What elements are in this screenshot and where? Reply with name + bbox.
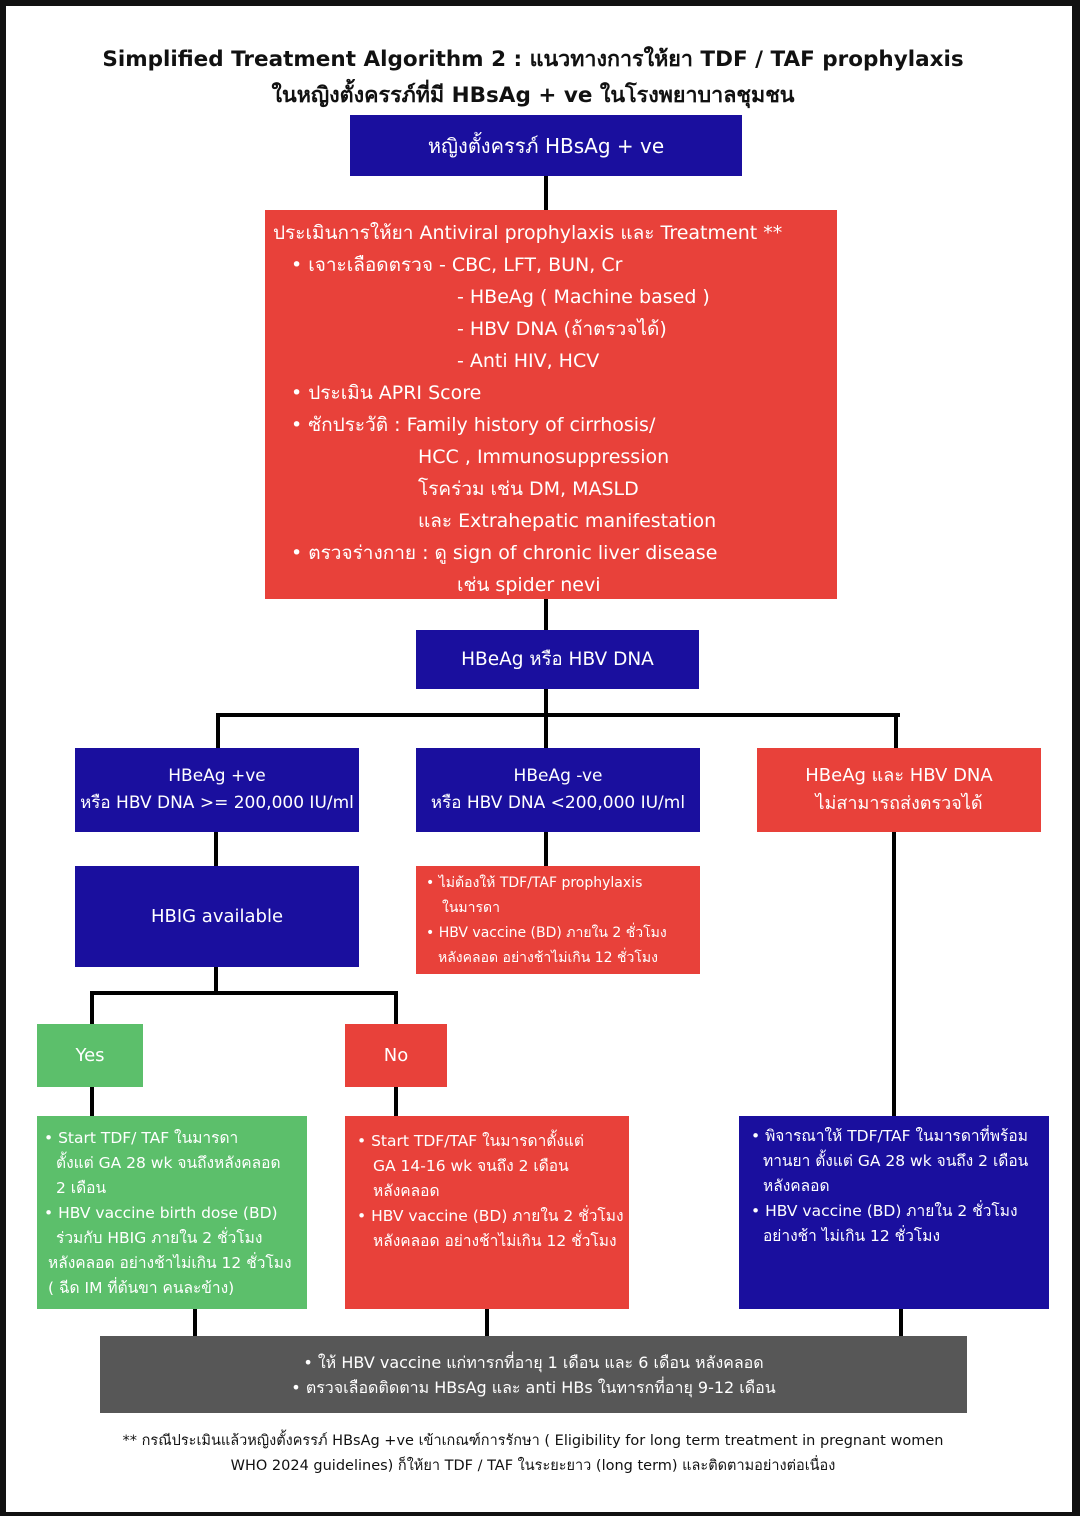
branch-left-line2: หรือ HBV DNA >= 200,000 IU/ml	[80, 793, 354, 813]
assessment-line: เช่น spider nevi	[457, 574, 601, 596]
hbig-label: HBIG available	[150, 906, 284, 927]
yes-action-line: • Start TDF/ TAF ในมารดา	[44, 1129, 239, 1147]
hbeag-positive-box: HBeAg +ve หรือ HBV DNA >= 200,000 IU/ml	[75, 748, 359, 832]
assessment-line: • ประเมิน APRI Score	[291, 382, 482, 404]
yes-action-line: ร่วมกับ HBIG ภายใน 2 ชั่วโมง	[56, 1229, 263, 1247]
yes-action-line: ตั้งแต่ GA 28 wk จนถึงหลังคลอด	[56, 1154, 281, 1172]
no-action-line: GA 14-16 wk จนถึง 2 เดือน	[373, 1157, 569, 1175]
connector-no-final	[485, 1308, 489, 1336]
yes-action-line: 2 เดือน	[56, 1179, 107, 1197]
connector-assessment	[544, 598, 548, 632]
yes-label: Yes	[75, 1045, 105, 1066]
footnote-line-1: ** กรณีประเมินแล้วหญิงตั้งครรภ์ HBsAg +v…	[122, 1433, 944, 1449]
connector-branch-right	[894, 713, 898, 750]
page-title: Simplified Treatment Algorithm 2 : แนวทา…	[6, 42, 1060, 114]
decision-label: HBeAg หรือ HBV DNA	[461, 649, 654, 670]
assessment-line: - HBV DNA (ถ้าตรวจได้)	[457, 318, 667, 340]
assessment-line: HCC , Immunosuppression	[418, 446, 670, 468]
footnote-line-2: WHO 2024 guidelines) ก็ให้ยา TDF / TAF ใ…	[230, 1458, 836, 1474]
mid-action-line: ในมารดา	[442, 900, 500, 916]
title-line-1: Simplified Treatment Algorithm 2 : แนวทา…	[102, 47, 964, 72]
connector-hbig-down	[214, 966, 218, 994]
right-action-line: • พิจารณาให้ TDF/TAF ในมารดาที่พร้อม	[751, 1127, 1028, 1145]
connector-branch-mid	[544, 713, 548, 750]
yes-action-line: หลังคลอด อย่างช้าไม่เกิน 12 ชั่วโมง	[48, 1254, 292, 1272]
connector-no-action	[394, 1086, 398, 1116]
branch-mid-line1: HBeAg -ve	[513, 766, 603, 786]
assessment-line: - HBeAg ( Machine based )	[457, 286, 710, 308]
assessment-heading: ประเมินการให้ยา Antiviral prophylaxis แล…	[273, 222, 783, 244]
hbeag-negative-box: HBeAg -ve หรือ HBV DNA <200,000 IU/ml	[416, 748, 700, 832]
no-prophylaxis-box: • ไม่ต้องให้ TDF/TAF prophylaxis ในมารดา…	[416, 866, 700, 974]
pregnant-hbsag-positive-box: หญิงตั้งครรภ์ HBsAg + ve	[350, 115, 742, 176]
connector-to-no	[394, 991, 398, 1025]
no-action-line: • Start TDF/TAF ในมารดาตั้งแต่	[357, 1132, 584, 1150]
no-label: No	[383, 1045, 409, 1066]
yes-action-box: • Start TDF/ TAF ในมารดา ตั้งแต่ GA 28 w…	[37, 1116, 307, 1309]
top-box-label: หญิงตั้งครรภ์ HBsAg + ve	[427, 133, 665, 158]
final-line-1: • ให้ HBV vaccine แก่ทารกที่อายุ 1 เดือน…	[303, 1352, 764, 1372]
connector-branch-left	[216, 713, 220, 750]
assessment-line: และ Extrahepatic manifestation	[418, 510, 717, 532]
yes-action-line: ( ฉีด IM ที่ต้นขา คนละข้าง)	[48, 1279, 235, 1297]
algorithm-page: Simplified Treatment Algorithm 2 : แนวทา…	[6, 6, 1072, 1512]
right-action-line: ทานยา ตั้งแต่ GA 28 wk จนถึง 2 เดือน	[763, 1152, 1029, 1170]
yes-action-line: • HBV vaccine birth dose (BD)	[44, 1204, 278, 1222]
no-action-line: หลังคลอด	[373, 1182, 440, 1200]
assessment-line: โรคร่วม เช่น DM, MASLD	[418, 478, 639, 500]
connector-right-action	[892, 832, 896, 1116]
assessment-line: • เจาะเลือดตรวจ - CBC, LFT, BUN, Cr	[291, 254, 623, 276]
right-action-line: • HBV vaccine (BD) ภายใน 2 ชั่วโมง	[751, 1202, 1018, 1220]
yes-box: Yes	[37, 1024, 143, 1087]
right-action-line: อย่างช้า ไม่เกิน 12 ชั่วโมง	[763, 1227, 941, 1245]
untestable-box: HBeAg และ HBV DNA ไม่สามารถส่งตรวจได้	[757, 748, 1041, 832]
connector-yes-action	[90, 1086, 94, 1116]
right-action-line: หลังคลอด	[763, 1177, 830, 1195]
final-line-2: • ตรวจเลือดติดตาม HBsAg และ anti HBs ในท…	[291, 1377, 776, 1397]
assessment-box: ประเมินการให้ยา Antiviral prophylaxis แล…	[265, 210, 837, 599]
assessment-line: • ตรวจร่างกาย : ดู sign of chronic liver…	[291, 542, 718, 564]
branch-left-line1: HBeAg +ve	[168, 766, 266, 786]
mid-action-line: • HBV vaccine (BD) ภายใน 2 ชั่วโมง	[426, 925, 667, 941]
no-action-box: • Start TDF/TAF ในมารดาตั้งแต่ GA 14-16 …	[345, 1116, 629, 1309]
assessment-line: • ซักประวัติ : Family history of cirrhos…	[291, 414, 656, 436]
hbig-available-box: HBIG available	[75, 866, 359, 967]
no-action-line: หลังคลอด อย่างช้าไม่เกิน 12 ชั่วโมง	[373, 1232, 617, 1250]
connector-to-yes	[90, 991, 94, 1025]
branch-right-line1: HBeAg และ HBV DNA	[805, 765, 993, 786]
connector-top	[544, 176, 548, 212]
connector-left-hbig	[214, 832, 218, 868]
connector-decision	[544, 688, 548, 716]
branch-right-line2: ไม่สามารถส่งตรวจได้	[815, 793, 983, 814]
connector-yes-no-horizontal	[90, 991, 398, 995]
connector-right-final	[899, 1308, 903, 1336]
footnote: ** กรณีประเมินแล้วหญิงตั้งครรภ์ HBsAg +v…	[6, 1429, 1060, 1479]
infant-followup-box: • ให้ HBV vaccine แก่ทารกที่อายุ 1 เดือน…	[100, 1336, 967, 1413]
title-line-2: ในหญิงตั้งครรภ์ที่มี HBsAg + ve ในโรงพยา…	[271, 83, 795, 108]
hbeag-or-hbv-dna-box: HBeAg หรือ HBV DNA	[416, 630, 699, 689]
branch-mid-line2: หรือ HBV DNA <200,000 IU/ml	[430, 793, 686, 813]
connector-mid-action	[544, 832, 548, 868]
no-box: No	[345, 1024, 447, 1087]
connector-branch-horizontal	[216, 713, 900, 717]
no-action-line: • HBV vaccine (BD) ภายใน 2 ชั่วโมง	[357, 1207, 624, 1225]
mid-action-line: หลังคลอด อย่างช้าไม่เกิน 12 ชั่วโมง	[438, 950, 658, 966]
right-action-box: • พิจารณาให้ TDF/TAF ในมารดาที่พร้อม ทาน…	[739, 1116, 1049, 1309]
connector-yes-final	[193, 1308, 197, 1336]
assessment-line: - Anti HIV, HCV	[457, 350, 600, 372]
mid-action-line: • ไม่ต้องให้ TDF/TAF prophylaxis	[426, 875, 643, 891]
